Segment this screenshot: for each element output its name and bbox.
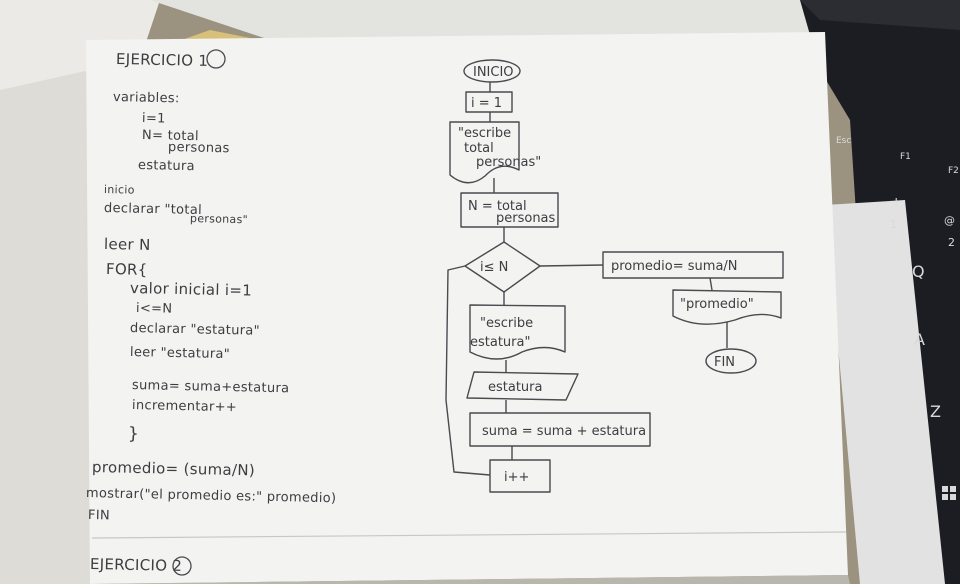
key-1: 1	[890, 218, 897, 231]
key-f2: F2	[948, 166, 959, 176]
back-paper-left	[0, 70, 90, 584]
loop-back-line	[445, 265, 491, 476]
key-a: A	[914, 330, 925, 349]
assign-n-line: personas	[496, 211, 556, 226]
print-total-line: total	[464, 141, 494, 156]
key-2: 2	[948, 236, 955, 249]
start-label: INICIO	[473, 65, 514, 80]
print-total-line: personas"	[476, 155, 541, 170]
input-estatura-shape	[466, 371, 579, 401]
side-paper-right	[825, 200, 945, 584]
print-estatura-line: "escribe	[480, 316, 533, 331]
connector	[539, 264, 604, 267]
assign-n-box	[460, 192, 559, 228]
key-z: Z	[930, 402, 941, 421]
keyboard-edge	[800, 0, 960, 30]
average-box	[602, 251, 784, 279]
print-promedio-shape	[672, 289, 782, 325]
key-at: @	[944, 214, 955, 227]
key-esc: Esc	[836, 136, 852, 146]
start-terminal	[463, 59, 521, 83]
key-q: Q	[912, 262, 925, 281]
sheet-divider	[91, 531, 847, 539]
print-total-line: "escribe	[458, 126, 511, 141]
key-exclaim: !	[894, 196, 899, 209]
input-estatura-label: estatura	[488, 380, 542, 395]
assign-n-line: N = total	[468, 199, 527, 214]
init-box	[465, 91, 513, 113]
print-promedio-label: "promedio"	[680, 297, 754, 312]
sum-box	[469, 412, 651, 447]
increment-label: i++	[504, 470, 529, 485]
increment-box	[489, 459, 551, 493]
sum-label: suma = suma + estatura	[482, 424, 646, 439]
decision-label: i≤ N	[480, 260, 508, 275]
key-f1: F1	[900, 152, 911, 162]
connector	[709, 277, 713, 291]
main-sheet-shadow	[90, 575, 850, 584]
print-total-shape	[449, 121, 520, 184]
end-terminal	[705, 348, 757, 374]
print-estatura-shape	[469, 304, 566, 360]
init-label: i = 1	[471, 96, 502, 111]
windows-logo-icon	[942, 486, 956, 500]
print-estatura-line: estatura"	[470, 335, 530, 350]
main-sheet	[86, 32, 848, 584]
average-label: promedio= suma/N	[611, 259, 738, 274]
end-label: FIN	[714, 355, 735, 370]
